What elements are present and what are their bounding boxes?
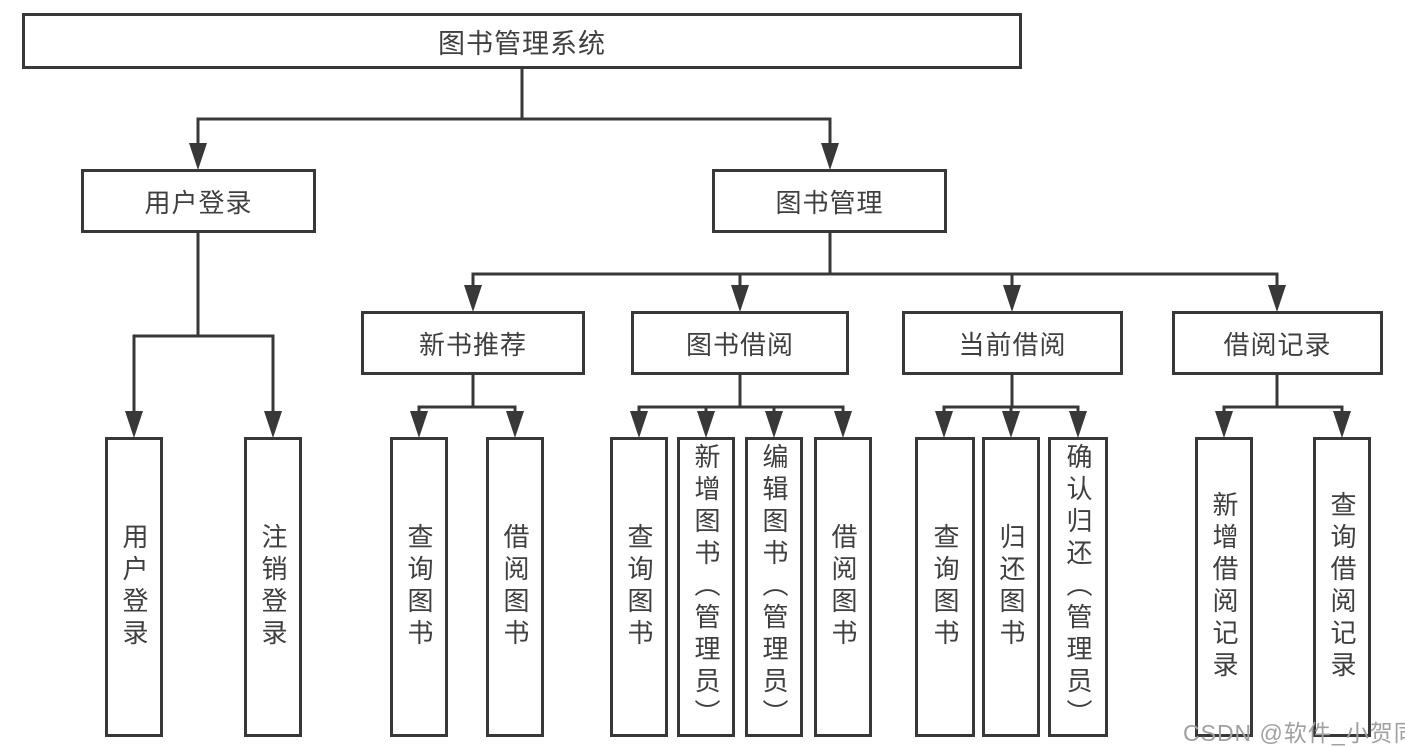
leaf-user-login: 用户登录 <box>105 437 163 737</box>
node-book-management: 图书管理 <box>712 169 947 233</box>
leaf-record-query-label: 查询借阅记录 <box>1327 491 1357 683</box>
node-user-login-label: 用户登录 <box>144 187 253 218</box>
leaf-borrow-borrow: 借阅图书 <box>814 437 872 737</box>
leaf-current-confirm-admin-label: 确认归还（管理员） <box>1063 443 1093 731</box>
leaf-borrow-query-label: 查询图书 <box>624 523 654 651</box>
leaf-record-add-label: 新增借阅记录 <box>1209 491 1239 683</box>
leaf-current-query: 查询图书 <box>915 437 975 737</box>
node-borrow-records: 借阅记录 <box>1172 311 1383 375</box>
leaf-user-logout-label: 注销登录 <box>258 523 288 651</box>
leaf-borrow-add-admin-label: 新增图书（管理员） <box>691 443 721 731</box>
leaf-record-add: 新增借阅记录 <box>1195 437 1253 737</box>
node-book-borrow: 图书借阅 <box>631 311 849 375</box>
node-current-borrow-label: 当前借阅 <box>958 329 1067 360</box>
node-user-login: 用户登录 <box>81 169 316 233</box>
watermark: CSDN @软件_小贺同学 <box>1183 720 1405 746</box>
node-root-label: 图书管理系统 <box>438 28 606 59</box>
leaf-newbook-borrow: 借阅图书 <box>486 437 544 737</box>
node-root: 图书管理系统 <box>22 13 1022 69</box>
leaf-newbook-query-label: 查询图书 <box>404 523 434 651</box>
node-current-borrow: 当前借阅 <box>902 311 1123 375</box>
leaf-current-query-label: 查询图书 <box>930 523 960 651</box>
leaf-borrow-edit-admin: 编辑图书（管理员） <box>745 437 803 737</box>
node-new-book-recommend-label: 新书推荐 <box>418 329 527 360</box>
leaf-borrow-add-admin: 新增图书（管理员） <box>677 437 735 737</box>
node-book-borrow-label: 图书借阅 <box>685 329 794 360</box>
leaf-newbook-query: 查询图书 <box>390 437 448 737</box>
node-borrow-records-label: 借阅记录 <box>1223 329 1332 360</box>
leaf-current-confirm-admin: 确认归还（管理员） <box>1048 437 1108 737</box>
leaf-newbook-borrow-label: 借阅图书 <box>500 523 530 651</box>
leaf-borrow-query: 查询图书 <box>610 437 668 737</box>
leaf-current-return: 归还图书 <box>982 437 1040 737</box>
arrowhead-group <box>125 143 1351 438</box>
leaf-user-login-label: 用户登录 <box>119 523 149 651</box>
leaf-user-logout: 注销登录 <box>244 437 302 737</box>
leaf-current-return-label: 归还图书 <box>996 523 1026 651</box>
leaf-borrow-borrow-label: 借阅图书 <box>828 523 858 651</box>
leaf-record-query: 查询借阅记录 <box>1313 437 1371 737</box>
leaf-borrow-edit-admin-label: 编辑图书（管理员） <box>759 443 789 731</box>
node-new-book-recommend: 新书推荐 <box>361 311 585 375</box>
node-book-management-label: 图书管理 <box>775 187 884 218</box>
